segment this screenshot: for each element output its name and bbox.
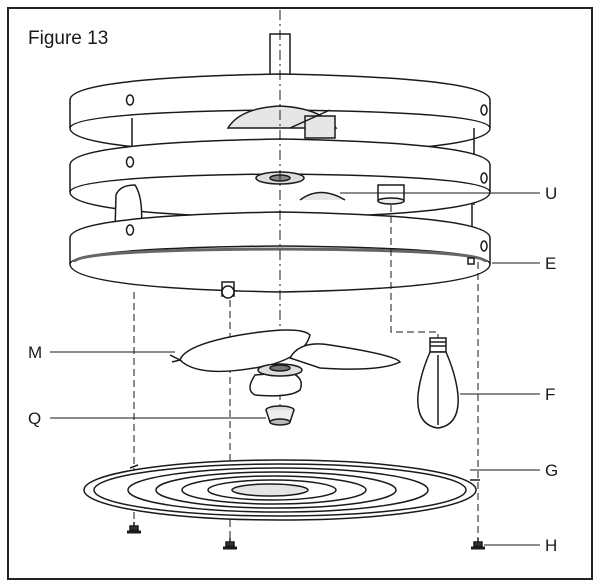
callout-m: M	[28, 343, 43, 362]
rod-end-cap	[221, 281, 235, 299]
screw-left	[127, 522, 141, 534]
bottom-grille	[83, 459, 480, 521]
screw-middle	[223, 538, 237, 550]
edison-bulb	[417, 337, 459, 429]
callout-f: F	[545, 385, 556, 404]
callout-u: U	[545, 184, 558, 203]
callout-h: H	[545, 536, 558, 555]
motor-housing	[226, 105, 338, 139]
grille-screws	[127, 522, 485, 550]
callout-e: E	[545, 254, 557, 273]
figure-title: Figure 13	[28, 28, 109, 49]
finial-cap	[265, 405, 295, 426]
callout-q: Q	[28, 409, 42, 428]
fan-blades	[169, 329, 402, 397]
screw-right	[471, 538, 485, 550]
leader-lines	[50, 192, 540, 546]
figure-frame	[7, 7, 593, 580]
callout-g: G	[545, 461, 559, 480]
